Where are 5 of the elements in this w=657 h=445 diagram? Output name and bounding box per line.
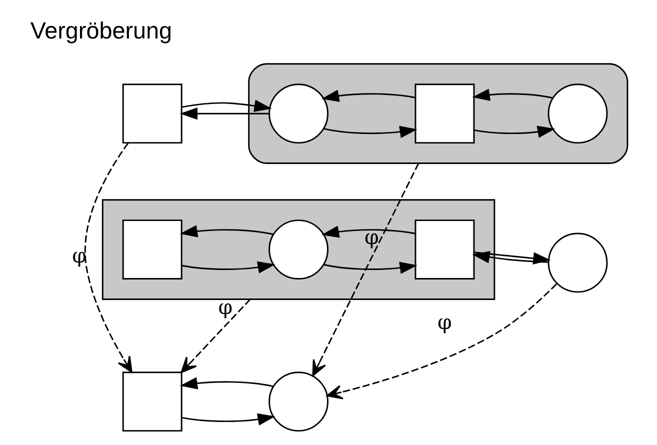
edge-label: φ (72, 243, 86, 268)
diagram-title: Vergröberung (30, 18, 172, 44)
edge-label: φ (438, 310, 452, 334)
edge-label: φ (364, 224, 379, 249)
edge-label: φ (218, 295, 233, 320)
